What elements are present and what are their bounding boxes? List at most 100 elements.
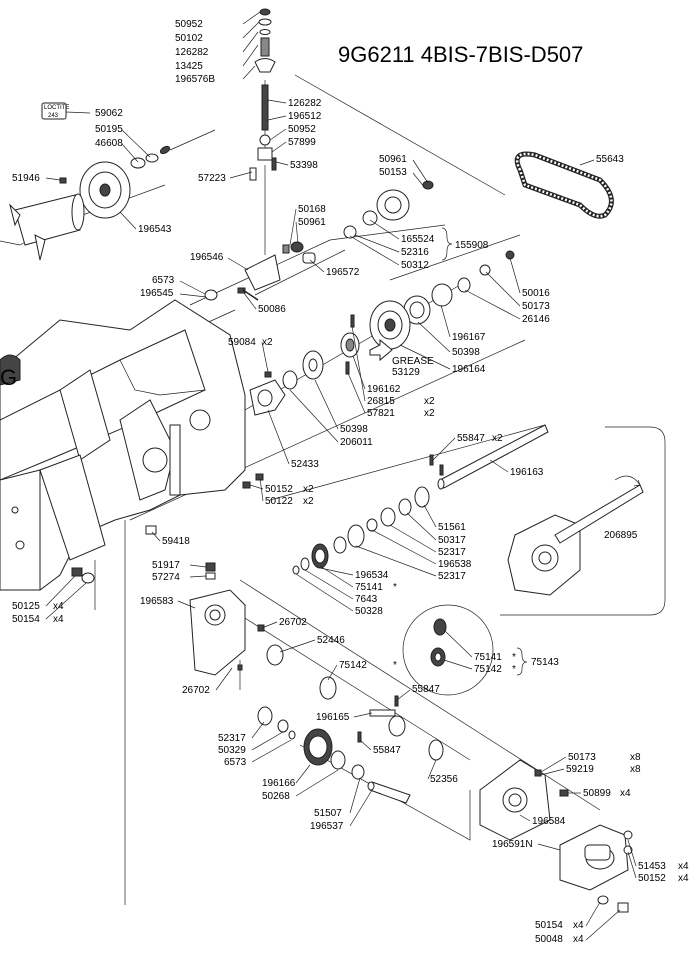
leader-line [443, 629, 473, 658]
group-155908: 155908 [455, 240, 489, 251]
leader-line [412, 172, 426, 189]
leader-line [229, 171, 253, 179]
leader-line [119, 211, 137, 230]
part-label-p52433: 52433 [291, 459, 319, 470]
part-label-p55847c: 55847 [373, 745, 401, 756]
part-label-p26815: 26815 [367, 396, 395, 407]
part-label-p57274: 57274 [152, 572, 180, 583]
leader-line [627, 851, 637, 879]
loctite-tag: LOCTITE 243 [44, 105, 69, 119]
leader-line [177, 600, 196, 609]
part-label-x50152a: x2 [303, 484, 314, 495]
leader-line [314, 379, 339, 430]
part-label-p52317b: 52317 [438, 571, 466, 582]
leader-line [304, 569, 354, 600]
part-label-x50125: x4 [53, 601, 64, 612]
star-marker: * [393, 660, 397, 671]
leader-line [406, 512, 437, 541]
part-label-p52316: 52316 [401, 247, 429, 258]
leader-line [261, 621, 278, 629]
leader-line [227, 257, 249, 271]
part-label-p50961a: 50961 [379, 154, 407, 165]
part-label-p196584: 196584 [532, 816, 566, 827]
leader-line [45, 582, 87, 620]
gearbox-206895 [507, 475, 644, 596]
leader-line [396, 689, 411, 701]
part-label-p196167: 196167 [452, 332, 486, 343]
part-label-p57821: 57821 [367, 408, 395, 419]
part-label-p51561: 51561 [438, 522, 466, 533]
part-label-p52446: 52446 [317, 635, 345, 646]
leader-line [121, 143, 139, 163]
leader-line [585, 909, 621, 941]
lower-gears [257, 695, 444, 804]
leader-line [45, 575, 76, 607]
part-label-p55643: 55643 [596, 154, 624, 165]
part-label-x55847a: x2 [492, 433, 503, 444]
part-label-x57821: x2 [424, 408, 435, 419]
leader-line [242, 44, 259, 67]
part-label-x50122: x2 [303, 496, 314, 507]
part-label-p6573a: 6573 [152, 275, 175, 286]
part-label-p196512: 196512 [288, 111, 322, 122]
part-label-p196165: 196165 [316, 712, 350, 723]
part-label-p57223: 57223 [198, 173, 226, 184]
part-label-p50961b: 50961 [298, 217, 326, 228]
part-label-p51917: 51917 [152, 560, 180, 571]
leader-line [349, 235, 400, 266]
leader-line [347, 372, 366, 414]
leader-line [579, 159, 595, 166]
part-label-p6573b: 6573 [224, 757, 247, 768]
part-label-p206895: 206895 [604, 530, 638, 541]
part-label-x50154a: x4 [53, 614, 64, 625]
part-label-p50125: 50125 [12, 601, 40, 612]
leader-line [279, 639, 316, 653]
part-label-p50016: 50016 [522, 288, 550, 299]
leader-line [349, 789, 373, 827]
leader-line [249, 484, 264, 490]
part-label-p55847a: 55847 [457, 433, 485, 444]
leader-line [353, 712, 373, 718]
leader-line [189, 564, 207, 568]
part-label-p26702a: 26702 [279, 617, 307, 628]
leader-line [355, 545, 437, 577]
part-label-p59219: 59219 [566, 764, 594, 775]
part-label-p50899: 50899 [583, 788, 611, 799]
part-label-p57899: 57899 [288, 137, 316, 148]
part-label-p50173a: 50173 [522, 301, 550, 312]
leader-line [627, 839, 637, 867]
part-label-p50317: 50317 [438, 535, 466, 546]
leader-line [399, 344, 451, 370]
leader-line [45, 177, 61, 181]
part-label-x50154b: x4 [573, 920, 584, 931]
leader-line [509, 257, 521, 294]
part-label-p50268: 50268 [262, 791, 290, 802]
part-label-p196576B: 196576B [175, 74, 215, 85]
leader-line [267, 409, 290, 465]
leader-line [242, 11, 261, 25]
part-label-x51453: x4 [678, 861, 689, 872]
part-label-x50899: x4 [620, 788, 631, 799]
part-label-p196546: 196546 [190, 252, 224, 263]
part-label-p26146: 26146 [522, 314, 550, 325]
part-label-p196591N: 196591N [492, 839, 533, 850]
leader-line [261, 341, 269, 373]
cover-196591N [559, 824, 633, 913]
star-marker: * [512, 664, 516, 675]
part-label-p196162: 196162 [367, 384, 401, 395]
gear-set-75143 [430, 618, 447, 667]
part-label-x50173b: x8 [630, 752, 641, 763]
part-label-x26815: x2 [424, 396, 435, 407]
leader-line [427, 759, 437, 780]
leader-line [267, 115, 287, 121]
part-label-star: * [393, 582, 397, 593]
leader-line [271, 141, 287, 153]
leader-line [269, 128, 287, 141]
leader-line [242, 31, 259, 53]
left-pulley [9, 102, 171, 261]
leader-line [215, 667, 233, 691]
part-label-p196537: 196537 [310, 821, 344, 832]
leader-line [537, 843, 561, 851]
leader-line [519, 814, 531, 822]
